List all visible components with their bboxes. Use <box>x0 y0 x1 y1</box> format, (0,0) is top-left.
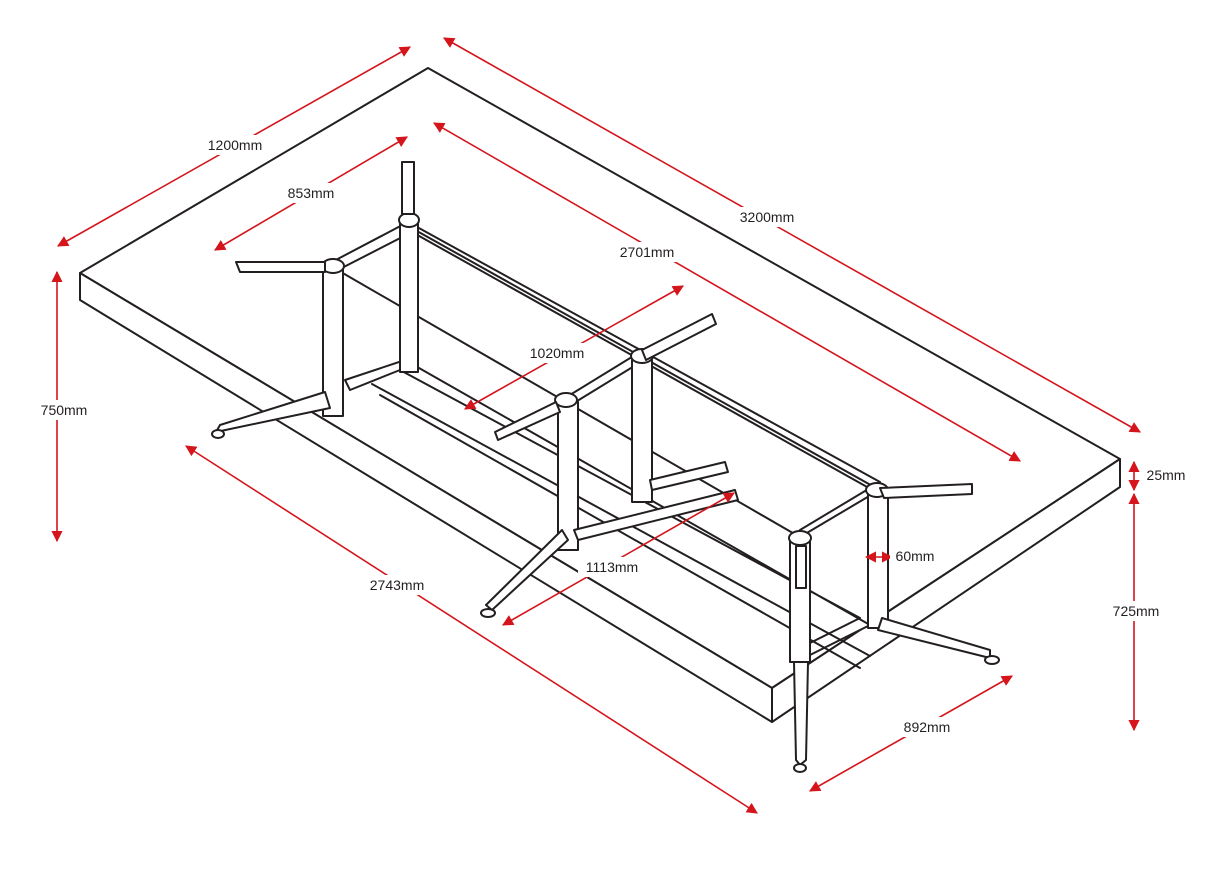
leg-front-left <box>211 258 345 439</box>
dim-line-frame-length <box>433 122 1021 462</box>
leg-foot-pad <box>984 655 1000 665</box>
label-frame-length: 2701mm <box>620 244 674 260</box>
label-base-length: 2743mm <box>370 577 424 593</box>
table-top-side-edge <box>771 458 1121 723</box>
leg-post <box>631 359 653 503</box>
leg-cap <box>554 392 578 408</box>
leg-front-right <box>788 530 812 773</box>
dim-line-base-length <box>185 445 758 814</box>
leg-cap <box>398 212 420 228</box>
leg-taper <box>793 661 809 766</box>
label-top-length: 3200mm <box>740 209 794 225</box>
leg-foot-pad <box>211 429 225 439</box>
label-center-foot-span: 1113mm <box>586 559 638 575</box>
table-top <box>79 67 1121 723</box>
leg-post <box>399 221 419 373</box>
leg-post <box>557 401 579 551</box>
label-end-foot-span: 892mm <box>904 719 951 735</box>
label-top-width: 1200mm <box>208 137 262 153</box>
leg-bracket-arm <box>879 483 973 499</box>
leg-cap <box>788 530 812 546</box>
leg-post <box>867 491 889 629</box>
label-frame-width: 853mm <box>288 185 335 201</box>
leg-bracket-arm <box>235 261 326 273</box>
leg-foot-pad <box>480 608 496 618</box>
label-top-thickness: 25mm <box>1147 467 1186 483</box>
leg-bracket <box>401 161 415 215</box>
dimension-labels: 1200mm 3200mm 853mm 2701mm 1020mm 750mm … <box>32 135 1192 737</box>
leg-bracket <box>795 545 807 589</box>
label-center-leg-span: 1020mm <box>530 345 584 361</box>
label-leg-height: 725mm <box>1113 603 1160 619</box>
label-leg-diameter: 60mm <box>896 548 935 564</box>
leg-foot-pad <box>793 763 807 773</box>
label-overall-height: 750mm <box>41 402 88 418</box>
